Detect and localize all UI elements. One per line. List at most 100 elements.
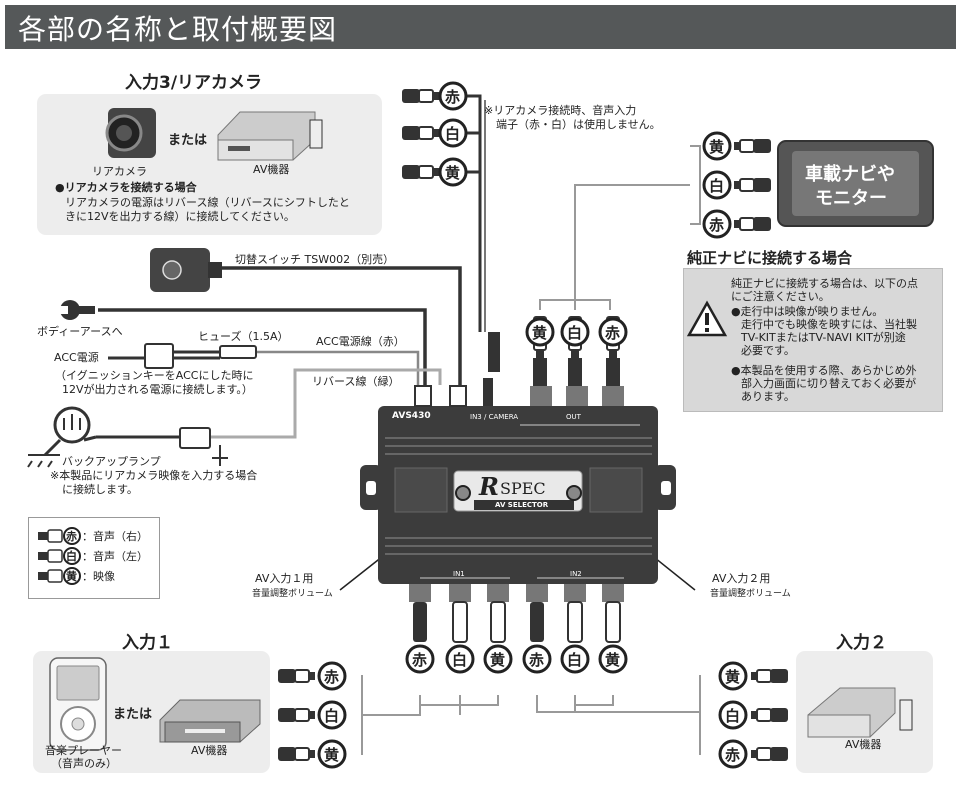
header-bar: 各部の名称と取付概要図	[5, 5, 956, 49]
rear-camera-illustration	[105, 108, 156, 158]
monitor-plugs	[733, 138, 772, 232]
body-earth-label: ボディーアースへ	[37, 325, 123, 338]
genuine-intro-2: にご注意ください。	[731, 290, 830, 303]
legend-white-char: 白	[66, 550, 77, 563]
input1-av-label: AV機器	[191, 744, 228, 757]
in2-plug-red-label: 赤	[529, 651, 545, 669]
av-device-illustration-input1	[159, 699, 261, 743]
rear-camera-label: リアカメラ	[92, 165, 147, 178]
out-label: OUT	[566, 413, 581, 421]
rear-plug-yellow-label: 黄	[445, 164, 461, 182]
input1-plug-red-label: 赤	[324, 668, 340, 686]
warning-icon	[686, 300, 728, 337]
monitor-label-line1: 車載ナビや	[805, 164, 895, 185]
input2-plug-yellow-label: 黄	[725, 668, 741, 686]
rear-camera-note-line2: きに12Vを出力する線）に接続してください。	[65, 210, 295, 223]
acc-note-line1: （イグニッションキーをACCにした時に	[55, 369, 254, 382]
vol2-label-line1: AV入力２用	[712, 572, 771, 585]
input2-plugs	[750, 668, 789, 762]
in2-plug-yellow-label: 黄	[605, 651, 621, 669]
in1-label: IN1	[453, 570, 465, 578]
acc-wire-label: ACC電源線（赤）	[316, 335, 405, 348]
input2-plug-white-label: 白	[725, 707, 741, 725]
acc-power-label: ACC電源	[54, 351, 99, 364]
body-earth-icon	[58, 300, 95, 320]
switch-label: 切替スイッチ TSW002（別売）	[235, 253, 395, 266]
monitor-plug-white-label: 白	[709, 177, 725, 195]
legend-white-desc: ：音声（左）	[82, 550, 148, 563]
genuine-bullet1-2: 走行中でも映像を映すには、当社製	[741, 318, 917, 331]
genuine-bullet2-3: あります。	[741, 390, 795, 403]
switch-illustration	[150, 248, 222, 292]
rear-camera-note-title: ●リアカメラを接続する場合	[55, 181, 197, 194]
music-player-illustration	[49, 657, 107, 751]
input3-av-label: AV機器	[253, 163, 290, 176]
av-device-illustration-input2	[807, 687, 913, 738]
genuine-bullet2-1: ●本製品を使用する際、あらかじめ外	[731, 364, 917, 377]
acc-note-line2: 12Vが出力される電源に接続します。）	[62, 383, 253, 396]
vol2-label-line2: 音量調整ボリューム	[710, 589, 791, 599]
rear-plug-red-label: 赤	[445, 88, 461, 106]
av-device-illustration-input3	[217, 111, 323, 161]
rspec-logo-r: R	[479, 472, 499, 501]
out-plug-yellow-label: 黄	[532, 324, 548, 342]
input2-av-label: AV機器	[845, 738, 882, 751]
monitor-label-line2: モニター	[815, 188, 887, 209]
input3-or-label: または	[168, 133, 208, 148]
legend-yellow-char: 黄	[66, 570, 77, 583]
acc-tap-connector	[144, 343, 174, 369]
device-model: AVS430	[392, 411, 431, 421]
input1-plugs	[277, 668, 316, 762]
genuine-intro-1: 純正ナビに接続する場合は、以下の点	[731, 277, 918, 290]
rspec-logo-sub: AV SELECTOR	[495, 501, 549, 509]
genuine-bullet1-4: 必要です。	[741, 344, 795, 357]
input1-or-label: または	[113, 707, 153, 722]
input3-title: 入力3/リアカメラ	[125, 73, 263, 93]
color-circles	[63, 81, 748, 769]
genuine-bullet2-2: 部入力画面に切り替えておく必要が	[741, 377, 917, 390]
out-plug-red-label: 赤	[605, 324, 621, 342]
monitor-plug-yellow-label: 黄	[709, 138, 725, 156]
input1-plug-yellow-label: 黄	[324, 746, 340, 764]
page-title: 各部の名称と取付概要図	[18, 13, 338, 46]
out-plugs	[532, 315, 621, 386]
in2-plug-white-label: 白	[567, 651, 583, 669]
legend-red-desc: ：音声（右）	[82, 530, 148, 543]
genuine-bullet1-1: ●走行中は映像が映りません。	[731, 305, 884, 318]
legend-yellow-desc: ：映像	[82, 570, 115, 583]
input1-plug-white-label: 白	[324, 707, 340, 725]
fuse-label: ヒューズ（1.5A）	[198, 330, 289, 343]
in1-plug-yellow-label: 黄	[490, 651, 506, 669]
input2-title: 入力２	[836, 633, 887, 653]
monitor-plug-red-label: 赤	[709, 216, 725, 234]
genuine-navi-title: 純正ナビに接続する場合	[687, 249, 853, 267]
genuine-navi-warning-box	[683, 268, 943, 412]
genuine-bullet1-3: TV-KITまたはTV-NAVI KITが別途	[741, 331, 906, 344]
in3-plug	[488, 332, 500, 372]
backup-lamp-icon	[27, 406, 228, 468]
reverse-tap-connector	[179, 427, 211, 449]
vol1-label-line2: 音量調整ボリューム	[252, 589, 333, 599]
avs430-unit	[360, 378, 676, 602]
legend-red-char: 赤	[66, 530, 77, 543]
music-player-label-line1: 音楽プレーヤー	[45, 744, 122, 757]
in2-label: IN2	[570, 570, 582, 578]
input2-plug-red-label: 赤	[725, 746, 741, 764]
input-plugs	[413, 601, 621, 643]
rspec-logo-spec: SPEC	[500, 479, 546, 498]
backup-note-line1: ※本製品にリアカメラ映像を入力する場合	[50, 469, 258, 482]
in1-plug-red-label: 赤	[412, 651, 428, 669]
backup-note-line2: に接続します。	[62, 483, 138, 496]
monitor-illustration	[777, 140, 934, 227]
out-plug-white-label: 白	[567, 324, 583, 342]
input1-title: 入力１	[122, 633, 173, 653]
legend-plugs	[38, 529, 63, 583]
in1-plug-white-label: 白	[452, 651, 468, 669]
music-player-label-line2: （音声のみ）	[51, 757, 117, 770]
input3-panel	[37, 94, 382, 235]
in3-camera-label: IN3 / CAMERA	[470, 413, 519, 421]
fuse-icon	[219, 345, 257, 359]
rear-camera-plugs	[401, 88, 440, 180]
backup-lamp-label: バックアップランプ	[62, 455, 161, 468]
